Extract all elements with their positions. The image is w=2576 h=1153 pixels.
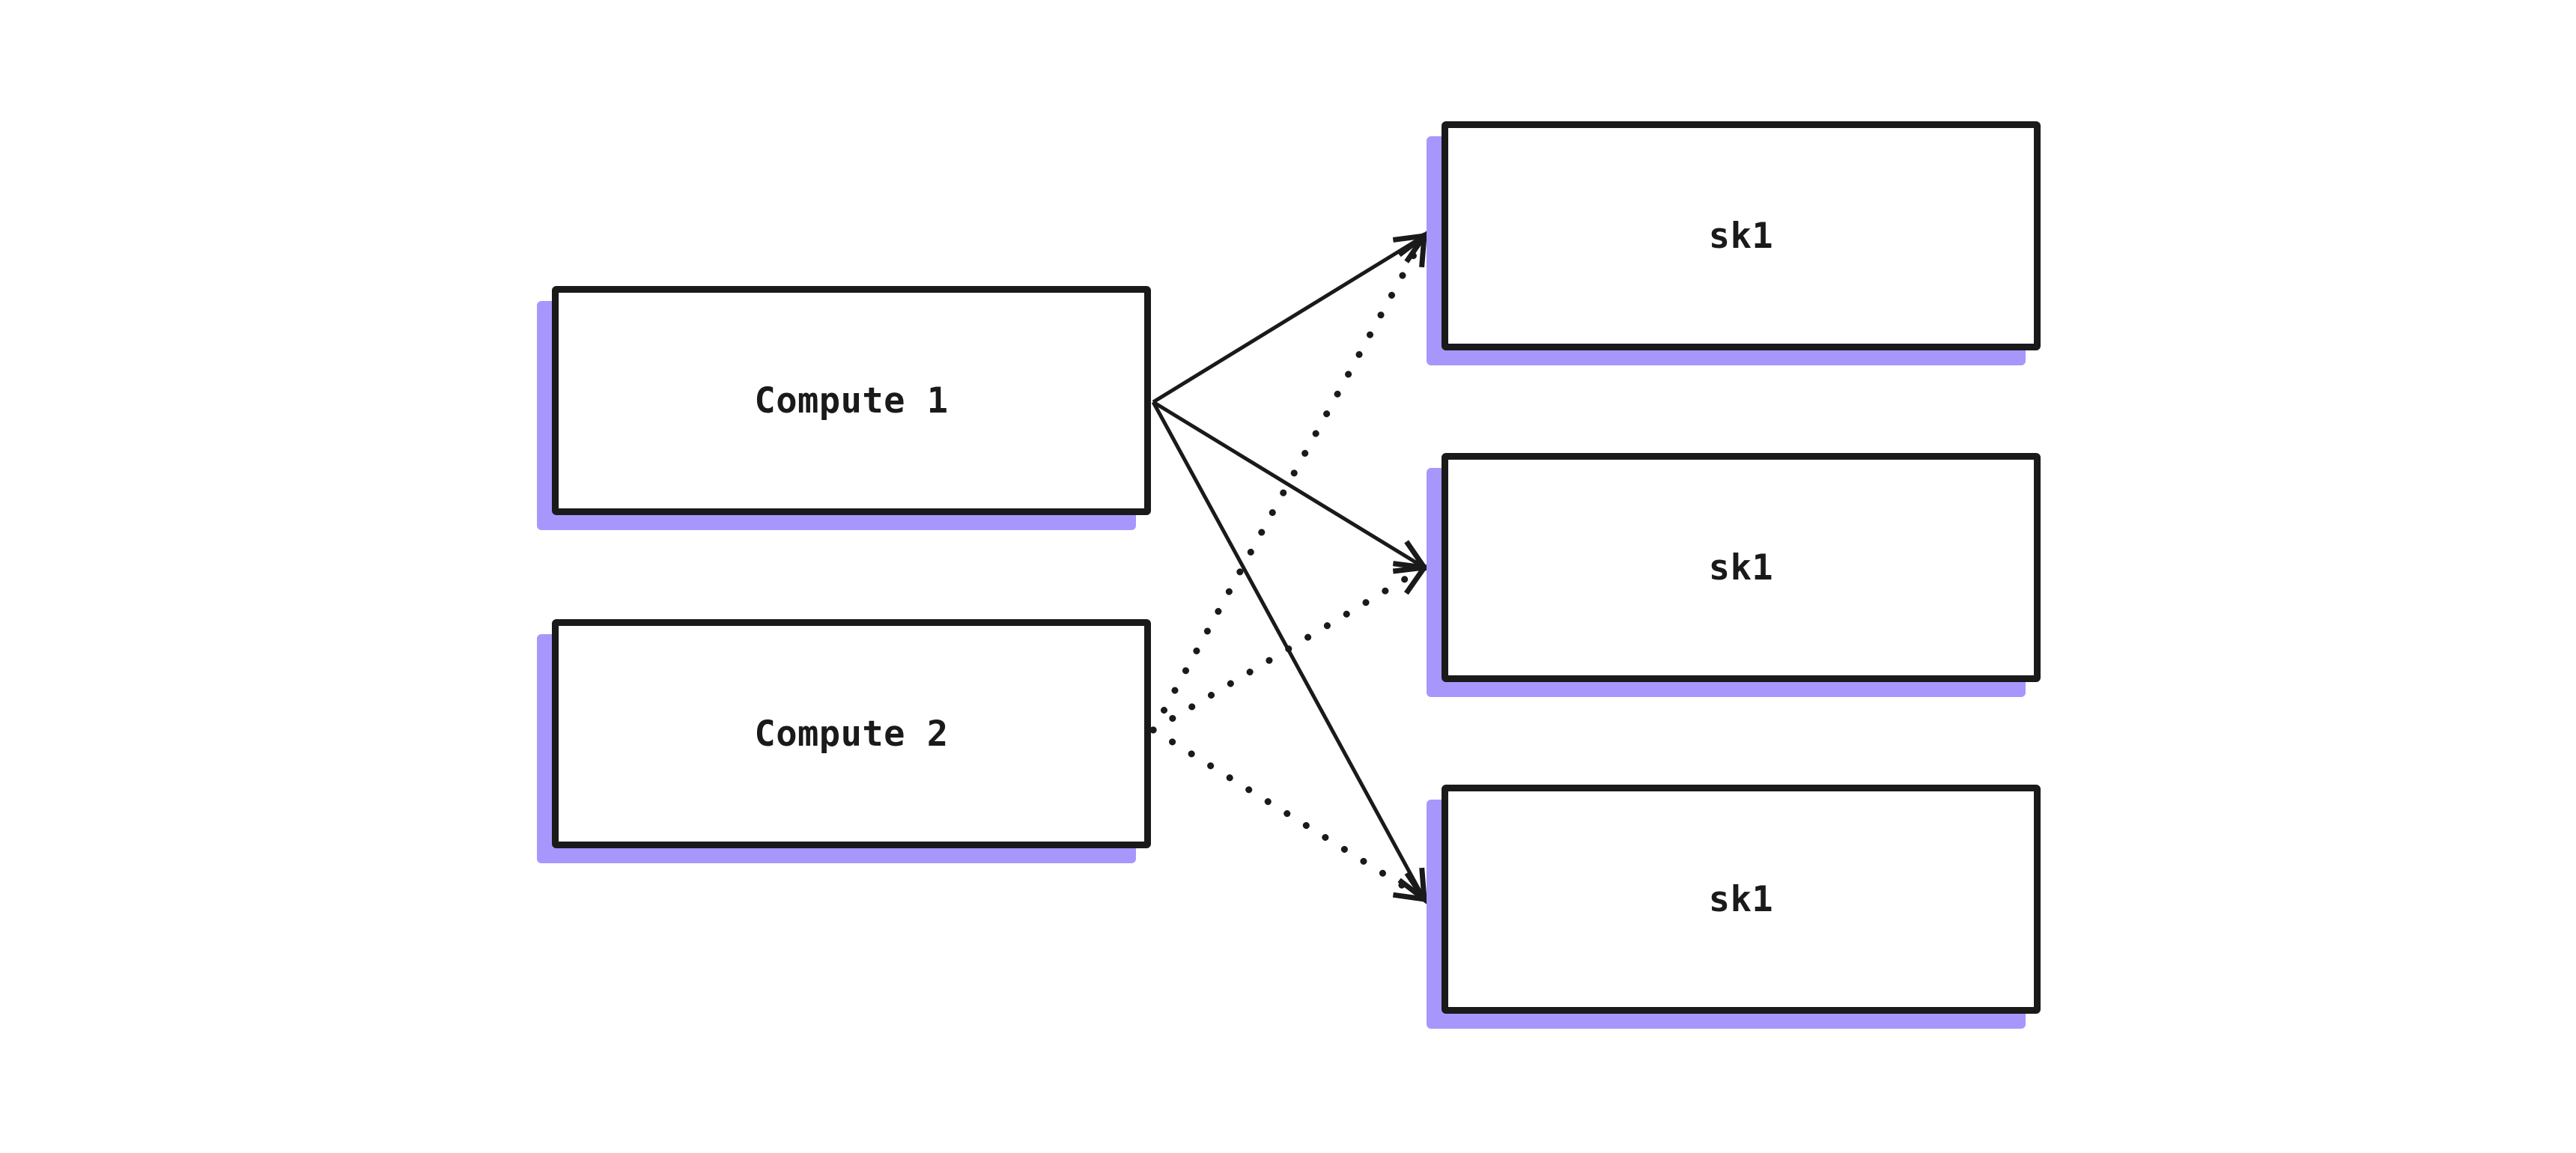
node-label-sk1-bottom: sk1 [1708,878,1774,920]
edge-line-e-c2-sk1bot [1149,726,1428,903]
node-box-compute-1[interactable]: Compute 1 [552,286,1151,515]
edge-e-c2-sk1top [1149,230,1428,734]
node-label-compute-2: Compute 2 [754,713,949,755]
node-label-sk1-top: sk1 [1708,215,1774,257]
edge-arrowhead-e-c2-sk1top [1397,230,1428,268]
edge-line-e-c1-sk1bot [1151,401,1427,901]
edge-arrowhead-e-c2-sk1mid [1392,564,1430,595]
edge-e-c2-sk1mid [1149,564,1430,734]
edge-e-c1-sk1mid [1152,400,1430,571]
edge-arrowhead-e-c1-sk1mid [1392,540,1430,571]
node-box-sk1-top[interactable]: sk1 [1442,121,2041,350]
edge-e-c1-sk1bot [1151,401,1428,905]
node-box-sk1-bottom[interactable]: sk1 [1442,785,2041,1014]
edge-e-c1-sk1top [1152,232,1430,404]
edge-line-e-c2-sk1top [1149,232,1428,734]
edge-arrowhead-e-c1-sk1top [1392,232,1430,264]
edge-line-e-c1-sk1top [1152,234,1426,404]
node-box-compute-2[interactable]: Compute 2 [552,619,1151,848]
node-box-sk1-middle[interactable]: sk1 [1442,453,2041,682]
node-label-compute-1: Compute 1 [754,380,949,422]
node-label-sk1-middle: sk1 [1708,547,1774,588]
edge-arrowhead-e-c2-sk1bot [1392,871,1430,903]
edge-line-e-c1-sk1mid [1152,400,1426,570]
edge-arrowhead-e-c1-sk1bot [1397,867,1428,905]
edge-e-c2-sk1bot [1149,726,1430,903]
edge-line-e-c2-sk1mid [1149,564,1428,734]
